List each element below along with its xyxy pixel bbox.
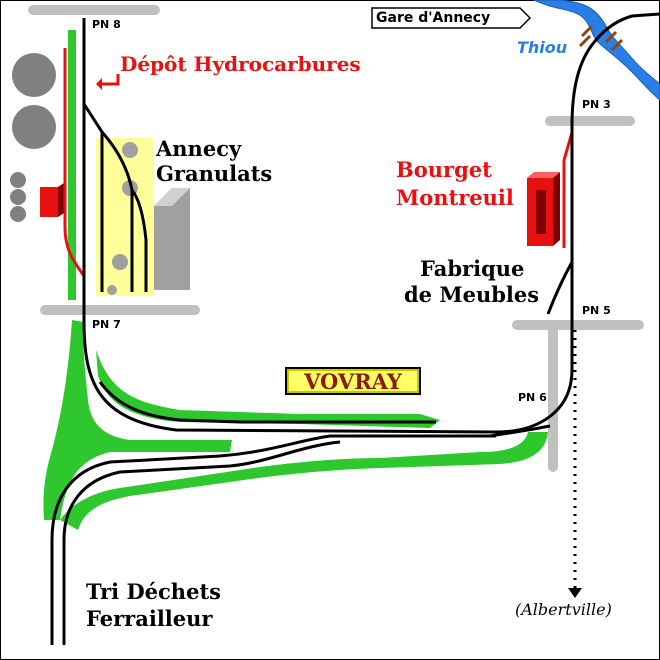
vegetation-west (43, 320, 233, 520)
south-branch-2 (62, 440, 341, 645)
vegetation-areas (43, 30, 548, 530)
granulats-spur-2 (100, 131, 134, 292)
vovray-siding (98, 381, 436, 424)
main-line-north (82, 12, 660, 434)
road-pn7 (40, 305, 200, 315)
meubles-spur (546, 261, 574, 315)
east-south-line (489, 424, 551, 438)
south-branch-1 (50, 434, 496, 645)
meubles-label-2: de Meubles (404, 282, 540, 307)
pn5-label: PN 5 (582, 304, 611, 317)
dechets-label-2: Ferrailleur (86, 606, 213, 631)
station-sign-shape (371, 7, 532, 29)
depot-building (40, 183, 64, 217)
bourget-label-1: Bourget (396, 157, 492, 182)
granulats-label-2: Granulats (156, 161, 273, 186)
pn6-label: PN 6 (518, 391, 547, 404)
bridge-icon (578, 24, 624, 52)
pn7-label: PN 7 (92, 318, 121, 331)
river-label: Thiou (517, 38, 568, 57)
granulats-building (154, 188, 190, 290)
vegetation-north-strip (96, 350, 440, 428)
depot-arrow-icon (102, 74, 120, 86)
place-name-vovray: VOVRAY (285, 367, 421, 395)
dechets-label-1: Tri Déchets (86, 579, 221, 604)
meubles-label-1: Fabrique (420, 256, 525, 281)
station-sign-label[interactable]: Gare d'Annecy (376, 10, 491, 26)
pn3-label: PN 3 (582, 98, 611, 111)
destination-label: (Albertville) (515, 600, 612, 619)
tank-large-2 (12, 105, 56, 149)
red-siding-west (63, 48, 86, 277)
tank-large-1 (12, 53, 56, 97)
granulats-label-1: Annecy (156, 136, 242, 161)
vegetation-south-strip (60, 432, 548, 530)
tank-small-3 (10, 206, 26, 222)
granulats-spur-3 (130, 189, 148, 292)
tracks (50, 12, 660, 645)
albertville-arrow-icon (568, 588, 582, 598)
tank-small-2 (10, 189, 26, 205)
pn8-label: PN 8 (92, 18, 121, 31)
roads (28, 5, 644, 472)
vegetation-track-edge (68, 30, 76, 300)
road-pn8 (28, 5, 160, 15)
road-pn5 (512, 320, 644, 330)
river-thiou (533, 0, 660, 101)
road-pn6 (548, 324, 558, 472)
tank-small-1 (10, 172, 26, 188)
fuel-tanks (10, 53, 56, 222)
bourget-label-2: Montreuil (396, 185, 514, 210)
road-pn3 (545, 116, 635, 126)
depot-label: Dépôt Hydrocarbures (120, 52, 361, 76)
bourget-building (527, 172, 560, 246)
